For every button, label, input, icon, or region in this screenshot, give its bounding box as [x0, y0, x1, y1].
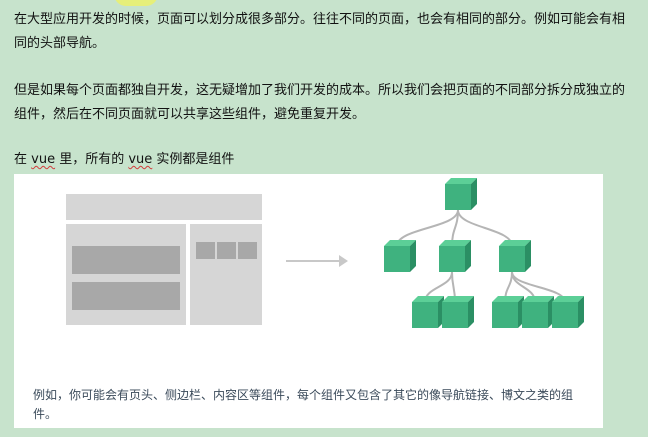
vue-sentence-middle: 里，所有的 — [55, 152, 129, 167]
node-top-face — [445, 178, 477, 184]
component-node — [442, 296, 474, 328]
mock-content-block — [72, 282, 180, 310]
mock-sidebar-tile — [196, 242, 215, 259]
vue-keyword: vue — [31, 152, 56, 167]
node-side-face — [468, 296, 474, 328]
mock-sidebar-tile — [238, 242, 257, 259]
node-side-face — [525, 240, 531, 272]
figure-caption: 例如，你可能会有页头、侧边栏、内容区等组件，每个组件又包含了其它的像导航链接、博… — [33, 388, 574, 421]
vue-sentence-start: 在 — [14, 152, 32, 167]
node-front-face — [384, 246, 410, 272]
node-side-face — [578, 296, 584, 328]
node-front-face — [492, 302, 518, 328]
node-front-face — [499, 246, 525, 272]
paragraph-intro: 在大型应用开发的时候，页面可以划分成很多部分。往往不同的页面，也会有相同的部分。… — [14, 12, 626, 51]
paragraph-reuse: 但是如果每个页面都独自开发，这无疑增加了我们开发的成本。所以我们会把页面的不同部… — [14, 83, 626, 122]
component-node — [522, 296, 554, 328]
vue-keyword: vue — [128, 152, 153, 167]
page-layout-illustration — [66, 194, 262, 325]
component-node — [439, 240, 471, 272]
mock-content-area — [66, 224, 190, 325]
component-tree-diagram — [384, 178, 584, 328]
tree-edges — [396, 209, 566, 303]
arrow-icon — [286, 255, 348, 267]
node-front-face — [442, 302, 468, 328]
paragraph-vue: 在 vue 里，所有的 vue 实例都是组件 — [14, 148, 626, 172]
node-front-face — [445, 184, 471, 210]
node-side-face — [465, 240, 471, 272]
component-node — [412, 296, 444, 328]
node-front-face — [439, 246, 465, 272]
vue-sentence-end: 实例都是组件 — [152, 152, 235, 167]
component-node — [492, 296, 524, 328]
highlight-decoration — [114, 0, 158, 6]
node-top-face — [552, 296, 584, 302]
node-top-face — [384, 240, 416, 246]
component-node — [445, 178, 477, 210]
tree-nodes — [384, 178, 584, 328]
mock-sidebar-tile — [217, 242, 236, 259]
mock-content-block — [72, 246, 180, 274]
component-node — [499, 240, 531, 272]
node-top-face — [442, 296, 474, 302]
node-front-face — [552, 302, 578, 328]
mock-header — [66, 194, 262, 224]
components-figure: 例如，你可能会有页头、侧边栏、内容区等组件，每个组件又包含了其它的像导航链接、博… — [14, 174, 603, 428]
component-node — [384, 240, 416, 272]
node-top-face — [412, 296, 444, 302]
node-top-face — [522, 296, 554, 302]
node-top-face — [499, 240, 531, 246]
node-top-face — [492, 296, 524, 302]
node-side-face — [410, 240, 416, 272]
node-top-face — [439, 240, 471, 246]
node-front-face — [412, 302, 438, 328]
node-side-face — [471, 178, 477, 210]
component-node — [552, 296, 584, 328]
node-front-face — [522, 302, 548, 328]
